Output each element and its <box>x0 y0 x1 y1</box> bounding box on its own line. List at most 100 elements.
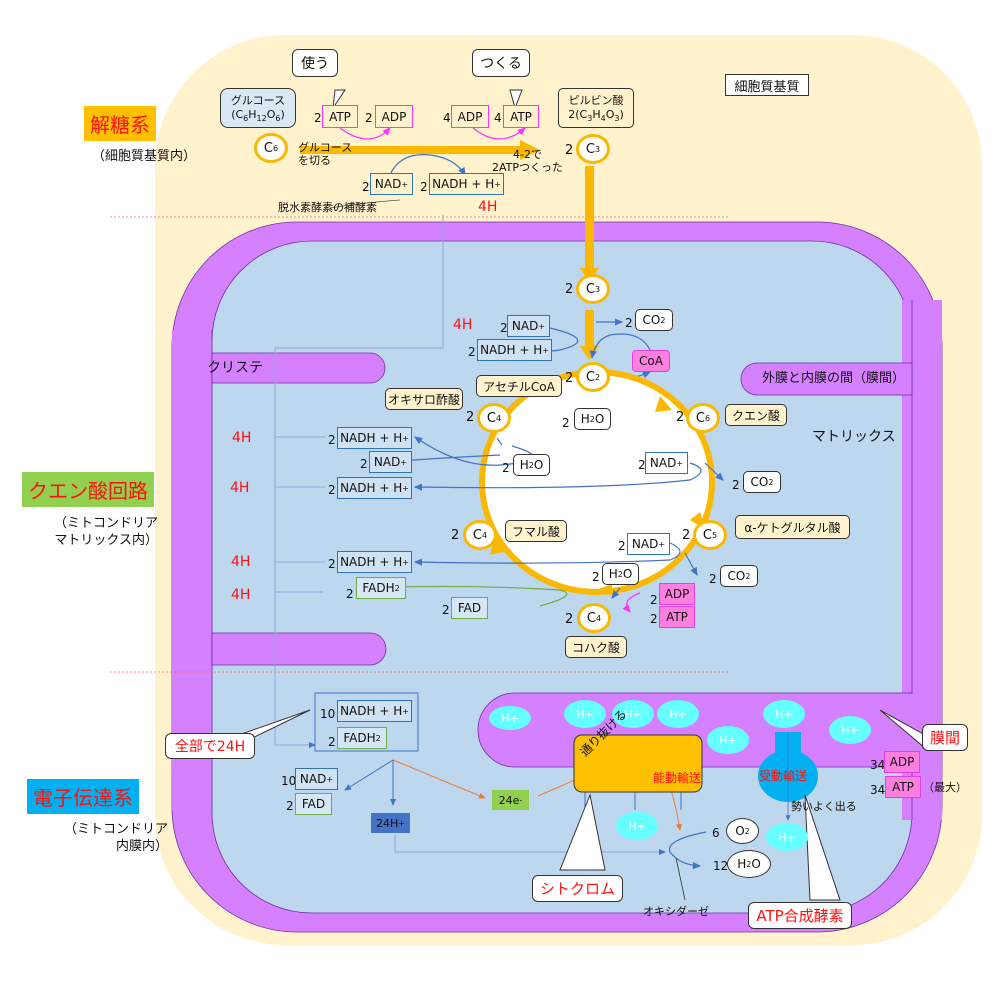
electrons-box: 24e- <box>492 790 529 810</box>
acetyl-c2-coef: 2 <box>565 371 574 386</box>
net-note-line: 4-2で <box>513 148 542 161</box>
nad-1-coef: 2 <box>360 457 368 471</box>
link-nad-box: NAD+ <box>507 315 550 337</box>
glyco-nad-box: NAD+ <box>370 173 413 195</box>
h-ion: H+ <box>489 706 531 730</box>
cytochrome-callout: シトクロム <box>532 875 623 902</box>
nad-1-box: NAD+ <box>369 451 412 473</box>
nadh-2-box: NADH + H+ <box>337 477 412 499</box>
glyco-nadh-coef: 2 <box>420 180 428 194</box>
passive-transport-label: 受動輸送 <box>759 769 808 783</box>
cut-note-line: グルコース <box>298 141 353 154</box>
link-nad-coef: 2 <box>500 321 508 335</box>
link-down-arrow <box>585 310 594 350</box>
glucose-label: グルコース (C6H12O6) <box>220 88 296 128</box>
h-ion: H+ <box>616 812 658 840</box>
etc-atp-box: ATP <box>885 776 921 798</box>
rush-out-label: 勢いよく出る <box>791 800 857 813</box>
nadh-3-box: NADH + H+ <box>337 551 412 573</box>
h-ion: H+ <box>707 726 749 754</box>
etc-fad-box: FAD <box>295 793 332 815</box>
protons-box: 24H+ <box>371 813 410 833</box>
atp-in-coef: 2 <box>314 111 322 125</box>
adp-in-coef: 4 <box>443 111 451 125</box>
h2o-left-coef: 2 <box>502 461 510 475</box>
h-ion: H+ <box>657 700 699 728</box>
fadh2-coef: 2 <box>346 587 354 601</box>
section-title-citric-cycle: クエン酸回路 <box>22 472 154 507</box>
cycle-4h-2: 4H <box>230 480 250 496</box>
cytochrome-complex <box>573 734 703 793</box>
cycle-4h-1: 4H <box>232 430 252 446</box>
max-note: （最大） <box>923 781 967 794</box>
link-c3-coef: 2 <box>565 282 574 297</box>
etc-atp-coef: 34 <box>870 783 886 797</box>
crista-lower <box>211 632 387 666</box>
cycle-atp-coef: 2 <box>650 612 658 626</box>
o2-coef: 6 <box>712 826 720 840</box>
pyruvate-coef: 2 <box>565 143 574 158</box>
h-ion: H+ <box>763 700 805 728</box>
adp-in-box: ADP <box>451 105 489 128</box>
region-label-matrix: マトリックス <box>812 429 896 445</box>
oxaloacetate-label: オキサロ酢酸 <box>385 388 463 410</box>
nad-lower-coef: 2 <box>618 539 626 553</box>
nad-right-coef: 2 <box>638 458 646 472</box>
pyruvate-label: ピルビン酸 2(C3H4O3) <box>558 88 634 128</box>
atp-synthase-callout: ATP合成酵素 <box>748 902 852 929</box>
section-title-etc: 電子伝達系 <box>27 779 139 814</box>
etc-nadh-box: NADH + H+ <box>337 700 412 722</box>
h2o-top-coef: 2 <box>562 416 570 430</box>
citrate-label: クエン酸 <box>725 404 787 426</box>
subtitle-line: マトリックス内） <box>54 532 158 548</box>
region-label-intermembrane: 外膜と内膜の間（膜間） <box>762 371 906 386</box>
crista-intermembrane <box>740 362 913 396</box>
co2-lower-coef: 2 <box>709 572 717 586</box>
total-24h-callout: 全部で24H <box>165 733 255 759</box>
cycle-adp-coef: 2 <box>650 593 658 607</box>
fad-box: FAD <box>451 597 488 619</box>
nadh-2-coef: 2 <box>328 483 336 497</box>
subtitle-line: （ミトコンドリア <box>63 822 168 837</box>
make-bubble: つくる <box>472 49 530 77</box>
h-ion: H+ <box>564 700 606 728</box>
fad-coef: 2 <box>442 603 450 617</box>
glyco-nad-coef: 2 <box>362 180 370 194</box>
cycle-atp-box: ATP <box>659 606 695 628</box>
cut-note-line: を切る <box>298 154 331 168</box>
link-nadh-box: NADH + H+ <box>477 339 552 361</box>
coenzyme-note: 脱水素酵素の補酵素 <box>278 201 377 214</box>
etc-nad-box: NAD+ <box>295 768 338 790</box>
nadh-1-coef: 2 <box>328 433 336 447</box>
c4-top-coef: 2 <box>466 410 475 425</box>
region-label-cristae: クリステ <box>207 360 263 376</box>
citrate-c6-coef: 2 <box>676 410 685 425</box>
nad-right-box: NAD+ <box>645 452 688 474</box>
etc-nadh-coef: 10 <box>320 707 336 721</box>
region-label-cytoplasm: 細胞質基質 <box>725 74 809 96</box>
glucose-formula: (C6H12O6) <box>231 108 285 124</box>
cycle-4h-4: 4H <box>231 587 251 603</box>
subtitle-line: 内膜内） <box>115 838 168 854</box>
ketoglutarate-label: α-ケトグルタル酸 <box>735 515 850 539</box>
etc-nad-coef: 10 <box>281 774 297 788</box>
nadh-1-box: NADH + H+ <box>337 427 412 449</box>
glyco-4h: 4H <box>478 199 498 215</box>
h2o-out-coef: 12 <box>713 859 729 873</box>
acetyl-coa-label: アセチルCoA <box>476 375 562 397</box>
etc-fad-coef: 2 <box>286 799 294 813</box>
